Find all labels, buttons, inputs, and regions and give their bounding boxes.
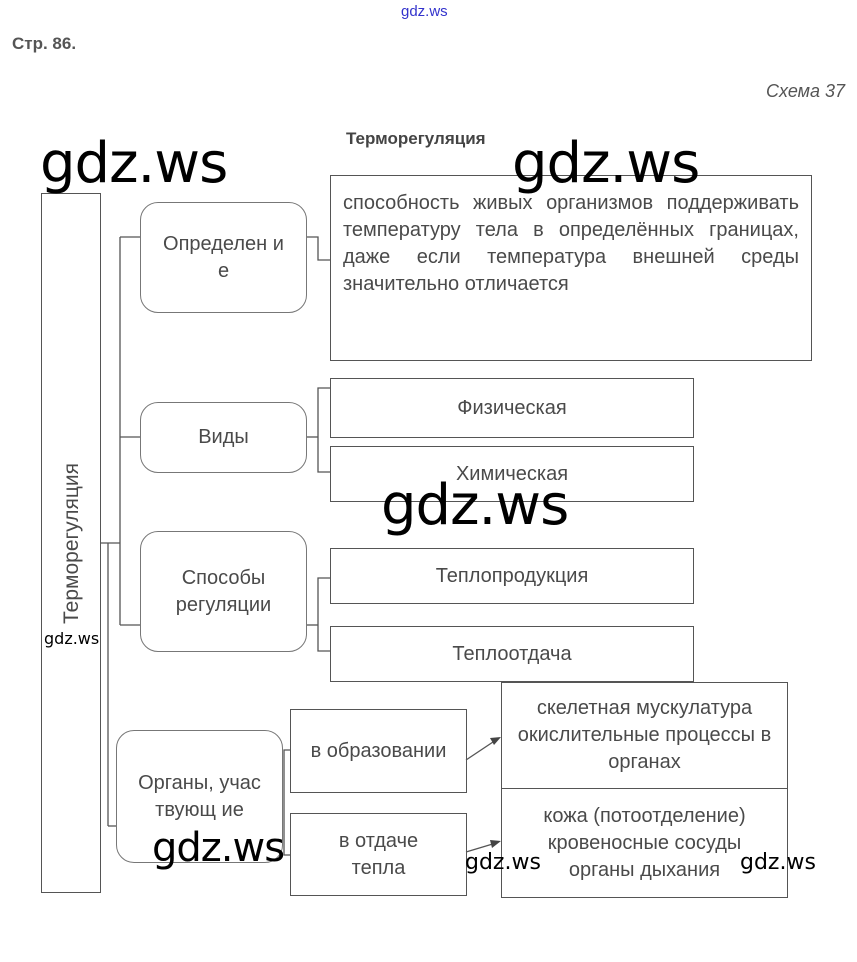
watermark: gdz.ws (152, 825, 285, 871)
organs-heat-loss: в отдаче тепла (290, 813, 467, 896)
watermark: gdz.ws (381, 473, 569, 538)
watermark: gdz.ws (465, 850, 541, 875)
diagram-title: Терморегуляция (346, 129, 486, 148)
methods-node: Способы регуляции (140, 531, 307, 652)
organs-production-label: в образовании (310, 739, 447, 762)
organs-label: Органы, участвующ ие (138, 771, 261, 821)
root-label: Терморегуляция (59, 462, 83, 624)
organs-production-detail-text: скелетная мускулатура окислительные проц… (517, 697, 772, 773)
definition-text: способность живых организмов поддерживат… (343, 192, 799, 295)
method-heat-loss-label: Теплоотдача (452, 642, 572, 665)
organs-heat-loss-detail-text: кожа (потоотделение) кровеносные сосуды … (543, 804, 746, 881)
organs-heat-loss-detail: кожа (потоотделение) кровеносные сосуды … (501, 788, 788, 898)
organs-node: Органы, участвующ ие (116, 730, 283, 863)
watermark: gdz.ws (740, 850, 816, 875)
method-heat-production: Теплопродукция (330, 548, 694, 604)
organs-heat-loss-label: в отдаче тепла (338, 829, 419, 879)
type-chemical-label: Химическая (455, 462, 569, 485)
types-label: Виды (198, 426, 249, 448)
page-number: Стр. 86. (12, 34, 77, 53)
method-heat-loss: Теплоотдача (330, 626, 694, 682)
organs-production-detail: скелетная мускулатура окислительные проц… (501, 682, 788, 789)
method-heat-production-label: Теплопродукция (435, 564, 589, 587)
root-box: Терморегуляция (41, 193, 101, 893)
watermark: gdz.ws (40, 131, 228, 196)
type-chemical: Химическая (330, 446, 694, 502)
watermark: gdz.ws (512, 131, 700, 196)
watermark: gdz.ws (44, 629, 100, 648)
watermark-top: gdz.ws (401, 3, 448, 20)
definition-node: Определен ие (140, 202, 307, 313)
type-physical: Физическая (330, 378, 694, 438)
scheme-number: Схема 37 (766, 81, 845, 101)
type-physical-label: Физическая (457, 396, 567, 419)
methods-label: Способы регуляции (175, 566, 272, 616)
definition-label: Определен ие (163, 232, 284, 282)
definition-text-box: способность живых организмов поддерживат… (330, 175, 812, 361)
organs-production: в образовании (290, 709, 467, 793)
types-node: Виды (140, 402, 307, 473)
